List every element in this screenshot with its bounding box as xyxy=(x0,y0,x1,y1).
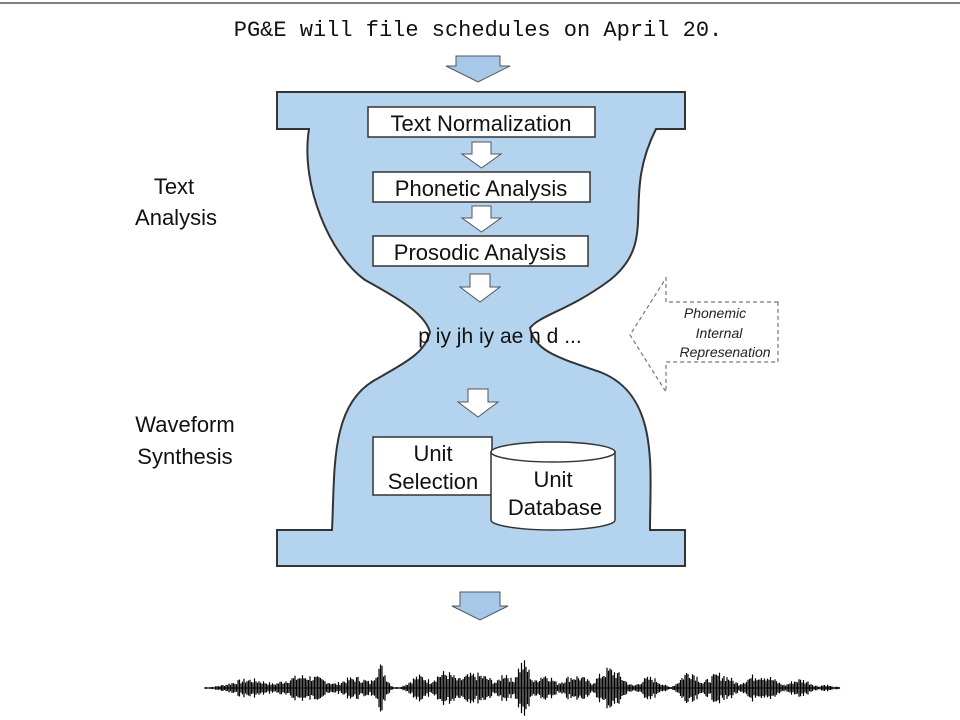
text-analysis-label-line2: Analysis xyxy=(135,205,217,230)
output-arrow xyxy=(451,591,509,621)
step-label-phonetic-analysis: Phonetic Analysis xyxy=(395,176,567,201)
unit-selection-box xyxy=(372,436,493,496)
speech-waveform xyxy=(204,660,841,716)
phonemic-callout-line1: Phonemic xyxy=(684,305,746,321)
unit-database-cylinder xyxy=(490,441,616,531)
unit-selection-label-line2: Selection xyxy=(388,469,479,494)
step-box-prosodic-analysis xyxy=(372,235,589,267)
phonemic-callout-line2: Internal xyxy=(696,325,744,341)
phonemic-string: p iy jh iy ae n d ... xyxy=(418,325,581,348)
step-arrow-4 xyxy=(456,388,500,418)
input-sentence: PG&E will file schedules on April 20. xyxy=(234,18,722,43)
step-label-text-normalization: Text Normalization xyxy=(391,111,572,136)
phonemic-callout-line3: Represenation xyxy=(679,344,770,360)
input-arrow xyxy=(445,55,511,83)
step-label-prosodic-analysis: Prosodic Analysis xyxy=(394,240,566,265)
unit-database-label-line2: Database xyxy=(508,495,602,520)
step-box-phonetic-analysis xyxy=(372,171,591,203)
unit-database-label-line1: Unit xyxy=(533,467,572,492)
text-analysis-label-line1: Text xyxy=(154,174,194,199)
waveform-synthesis-label-line1: Waveform xyxy=(135,412,234,437)
step-arrow-2 xyxy=(460,205,503,233)
step-box-text-normalization xyxy=(367,106,596,138)
waveform-synthesis-label-line2: Synthesis xyxy=(137,444,232,469)
step-arrow-3 xyxy=(458,273,502,303)
phonemic-callout-arrow xyxy=(629,275,779,395)
unit-selection-label-line1: Unit xyxy=(413,441,452,466)
step-arrow-1 xyxy=(460,141,503,169)
